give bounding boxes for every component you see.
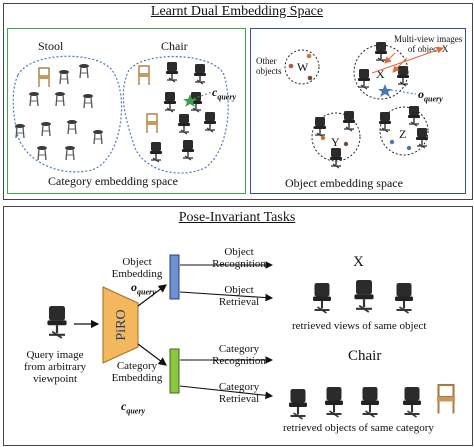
object-space-caption: Object embedding space — [285, 176, 403, 190]
category-query-subscript: query — [217, 92, 236, 102]
category-retrieval-caption: retrieved objects of same category — [283, 422, 434, 434]
query-image-label: Query image from arbitrary viewpoint — [24, 349, 86, 385]
category-query-vector-label: cquery — [121, 400, 145, 417]
cluster-x-label: X — [376, 67, 385, 81]
category-query-vector-symbol: c — [121, 399, 127, 413]
bottom-panel-title: Pose-Invariant Tasks — [178, 210, 296, 225]
task-object-retrieval: Object Retrieval — [218, 284, 260, 308]
task-category-recognition: Category Recognition — [212, 343, 266, 367]
chair-label: Chair — [161, 39, 188, 53]
multiview-label: Multi-view images of object X — [394, 34, 463, 54]
category-query-label: cquery — [212, 86, 236, 103]
object-query-star — [378, 84, 392, 97]
cluster-y-label: Y — [331, 135, 340, 149]
object-query-symbol: o — [418, 87, 424, 101]
object-retrieval-caption: retrieved views of same object — [292, 320, 427, 332]
object-embedding-bar — [169, 254, 180, 300]
stool-images — [14, 63, 104, 161]
object-query-subscript: query — [424, 94, 443, 104]
cluster-w-label: W — [297, 60, 309, 74]
object-result: X — [353, 254, 364, 270]
category-space-caption: Category embedding space — [48, 174, 178, 188]
category-query-vector-subscript: query — [126, 406, 145, 416]
object-query-vector-symbol: o — [131, 280, 137, 294]
task-object-recognition: Object Recognition — [212, 246, 266, 270]
stool-cluster-outline — [12, 55, 123, 173]
object-embedding-box — [250, 28, 466, 194]
category-embedding-label: Category Embedding — [111, 360, 163, 384]
query-image-chair — [46, 304, 68, 340]
top-panel — [3, 3, 473, 200]
category-query-symbol: c — [212, 85, 218, 99]
category-embedding-bar — [169, 348, 180, 394]
chair-images — [137, 61, 217, 163]
cluster-z-outline — [379, 106, 429, 156]
top-panel-title: Learnt Dual Embedding Space — [150, 4, 324, 19]
piro-model — [102, 286, 139, 364]
category-embedding-box — [7, 28, 246, 194]
category-query-star — [183, 94, 197, 107]
object-query-label: oquery — [418, 88, 443, 105]
retrieved-category-objects — [287, 383, 457, 421]
category-result: Chair — [348, 348, 382, 364]
chair-cluster-outline — [122, 56, 229, 174]
task-category-retrieval: Category Retrieval — [218, 381, 260, 405]
bottom-panel — [3, 206, 473, 446]
retrieved-object-views — [311, 278, 415, 315]
object-embedding-label: Object Embedding — [111, 256, 163, 280]
object-query-vector-label: oquery — [131, 281, 156, 298]
object-query-vector-subscript: query — [137, 287, 156, 297]
piro-label: PiRO — [114, 309, 129, 340]
cluster-w-outline — [284, 49, 320, 85]
stool-label: Stool — [38, 39, 64, 53]
other-objects-label: Other objects — [256, 56, 282, 76]
cluster-z-label: Z — [399, 127, 407, 141]
